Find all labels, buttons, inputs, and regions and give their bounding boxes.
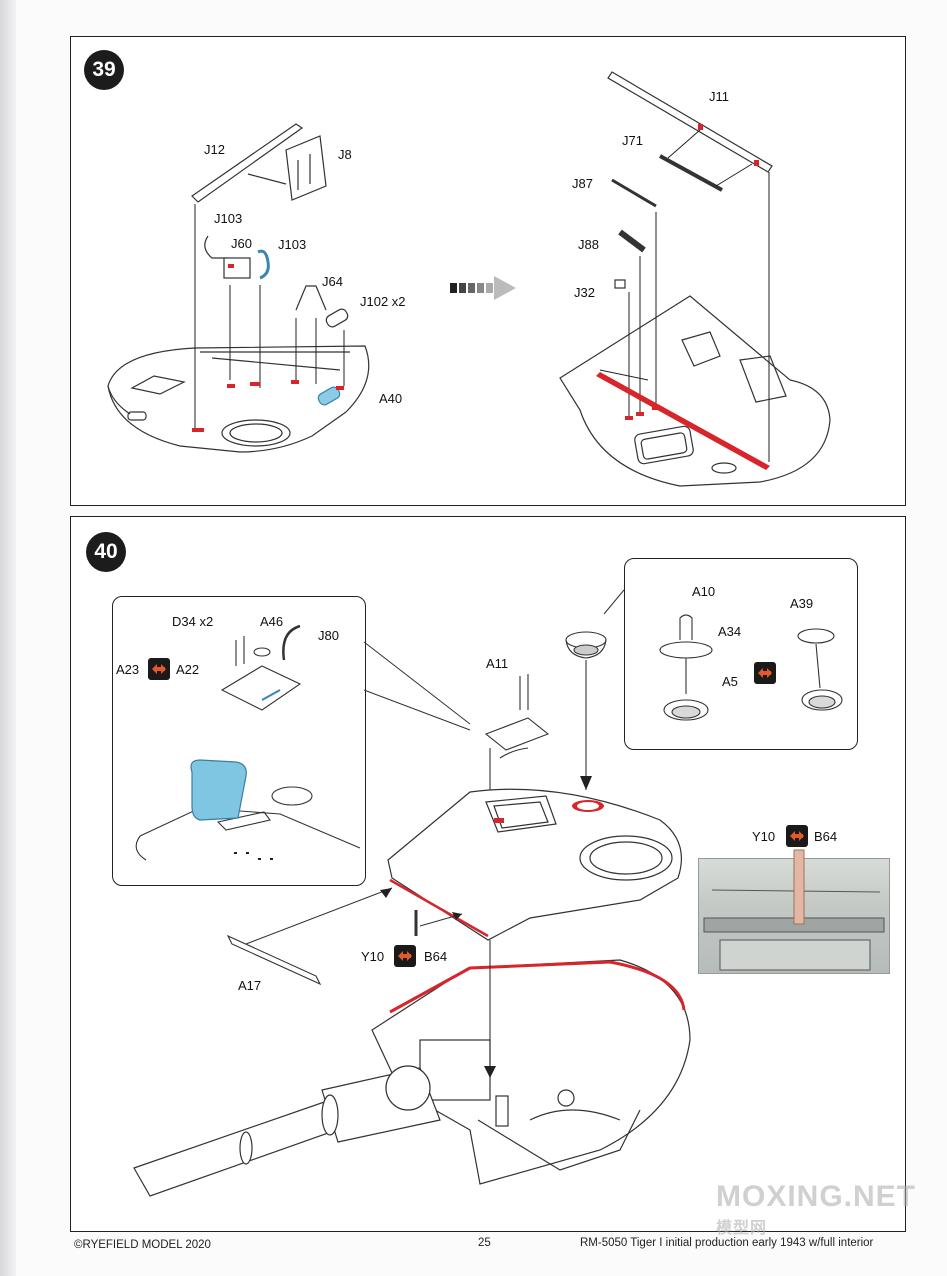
step-39-number: 39 bbox=[84, 50, 124, 90]
label-a34: A34 bbox=[718, 624, 742, 639]
label-j8: J8 bbox=[338, 147, 352, 162]
watermark-sub: 模型网 bbox=[716, 1220, 768, 1237]
footer-page-number: 25 bbox=[478, 1237, 491, 1249]
label-j87: J87 bbox=[572, 176, 593, 191]
label-a10: A10 bbox=[692, 584, 716, 599]
label-j32: J32 bbox=[574, 285, 595, 300]
label-a46: A46 bbox=[260, 614, 284, 629]
label-j71: J71 bbox=[622, 133, 643, 148]
label-a40: A40 bbox=[379, 391, 403, 406]
label-a5: A5 bbox=[722, 674, 738, 689]
label-a17: A17 bbox=[238, 978, 262, 993]
step-40-number: 40 bbox=[86, 532, 126, 572]
label-d34: D34 x2 bbox=[172, 614, 214, 629]
label-y10-photo: Y10 bbox=[752, 829, 776, 844]
label-j88: J88 bbox=[578, 237, 599, 252]
label-a22: A22 bbox=[176, 662, 200, 677]
hatch-detail-inset bbox=[112, 596, 366, 886]
label-j12: J12 bbox=[204, 142, 225, 157]
label-b64-photo: B64 bbox=[814, 829, 838, 844]
footer-copyright: ©RYEFIELD MODEL 2020 bbox=[74, 1239, 211, 1251]
page-binding-edge bbox=[0, 0, 16, 1276]
label-a39: A39 bbox=[790, 596, 814, 611]
label-j11: J11 bbox=[709, 89, 729, 104]
label-a11: A11 bbox=[486, 656, 509, 671]
label-j102: J102 x2 bbox=[360, 294, 406, 309]
watermark-main: MOXING.NET bbox=[716, 1180, 917, 1213]
footer-product: RM-5050 Tiger I initial production early… bbox=[580, 1237, 874, 1249]
label-j60: J60 bbox=[231, 236, 252, 251]
label-j64: J64 bbox=[322, 274, 343, 289]
label-j103-left: J103 bbox=[214, 211, 243, 226]
label-a23: A23 bbox=[116, 662, 140, 677]
label-j80: J80 bbox=[318, 628, 339, 643]
label-b64-main: B64 bbox=[424, 949, 448, 964]
label-y10-main: Y10 bbox=[361, 949, 385, 964]
label-j103-right: J103 bbox=[278, 237, 307, 252]
